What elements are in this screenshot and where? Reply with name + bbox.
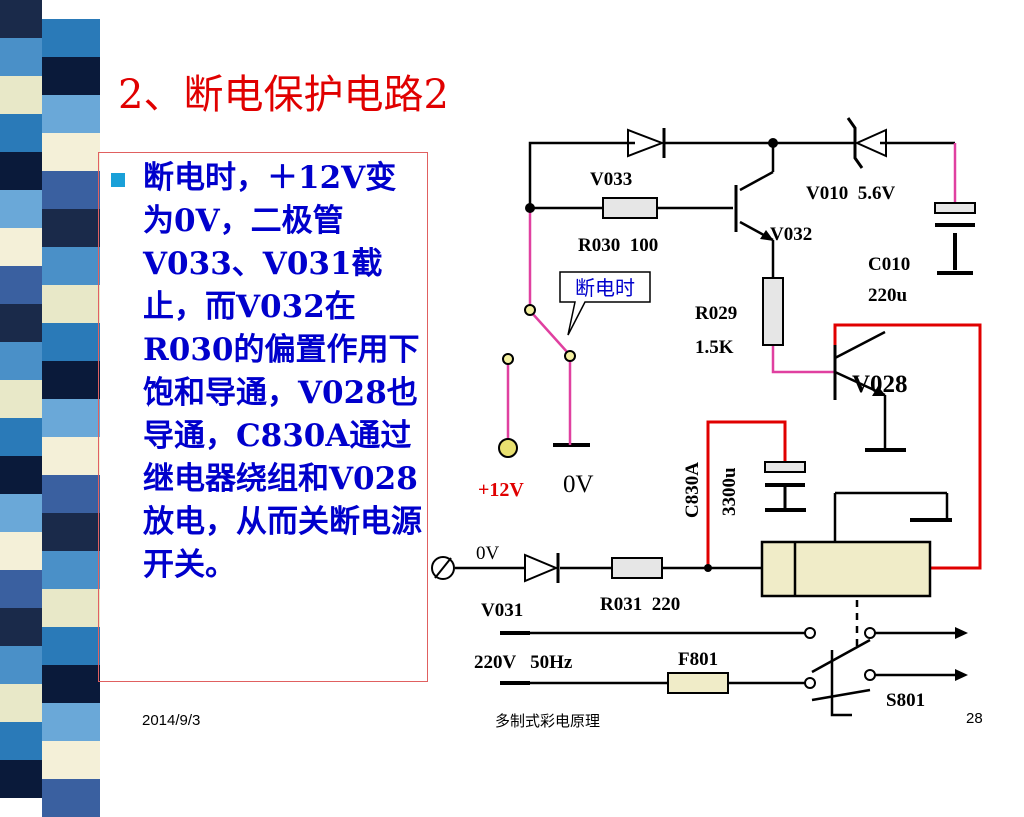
stripe-block [0, 228, 42, 266]
transistor-v028 [833, 330, 886, 400]
explanation-text: 断电时，＋12V变为0V，二极管V033、V031截止，而V032在R030的偏… [143, 160, 422, 583]
slide-title: 2、断电保护电路2 [118, 72, 449, 118]
stripe-block [0, 76, 42, 114]
label-c830a: C830A [682, 462, 703, 518]
label-r031: R031 220 [600, 594, 680, 615]
transistor-v032-arrow [760, 230, 774, 241]
stripe-block [42, 475, 100, 513]
stripe-block [42, 95, 100, 133]
circuit-diagram: 断电时 V033 R030 100 V032 V010 5.6V C010 22… [431, 117, 982, 717]
label-c830a-value: 3300u [719, 467, 740, 516]
stripe-block [42, 171, 100, 209]
stripe-block [0, 114, 42, 152]
label-mains: 220V 50Hz [474, 652, 573, 673]
relay-coil [760, 540, 932, 598]
label-f801: F801 [678, 649, 718, 670]
ground-bars [500, 233, 973, 685]
stripe-block [0, 760, 42, 798]
label-c010-value: 220u [868, 285, 908, 306]
transistor-v028-arrow [872, 386, 886, 396]
stripe-block [42, 247, 100, 285]
stripe-block [0, 380, 42, 418]
label-0v-right: 0V [563, 471, 594, 498]
stripe-block [0, 456, 42, 494]
label-v032: V032 [770, 224, 812, 245]
capacitor-c830a [764, 461, 806, 512]
label-v028: V028 [852, 371, 908, 398]
stripe-block [42, 741, 100, 779]
stripe-block [42, 665, 100, 703]
stripe-block [42, 551, 100, 589]
stripe-block [42, 57, 100, 95]
footer-page-number: 28 [966, 710, 983, 727]
label-0v-left: 0V [476, 543, 500, 564]
label-v010: V010 5.6V [806, 183, 895, 204]
stripe-block [0, 190, 42, 228]
text-box: 断电时，＋12V变为0V，二极管V033、V031截止，而V032在R030的偏… [98, 152, 428, 682]
stripe-block [0, 38, 42, 76]
label-r029: R029 [695, 303, 737, 324]
stripe-block [42, 703, 100, 741]
arrow-heads [955, 627, 968, 681]
stripe-block [42, 133, 100, 171]
label-v031: V031 [481, 600, 523, 621]
label-plus12v: +12V [478, 479, 524, 501]
stripe-block [42, 399, 100, 437]
footer-course-title: 多制式彩电原理 [495, 712, 601, 730]
stripe-block [0, 418, 42, 456]
power-off-callout: 断电时 [559, 271, 651, 336]
stripe-block [0, 0, 42, 38]
stripe-block [42, 437, 100, 475]
label-v033: V033 [590, 169, 632, 190]
stripe-block [0, 722, 42, 760]
stripe-block [0, 646, 42, 684]
stripe-block [0, 304, 42, 342]
resistor-r031 [611, 557, 663, 579]
stripe-block [42, 589, 100, 627]
stripe-block [0, 570, 42, 608]
stripe-block [0, 342, 42, 380]
label-c010: C010 [868, 254, 910, 275]
stripe-block [0, 608, 42, 646]
stripe-block [42, 323, 100, 361]
stripe-block [42, 627, 100, 665]
resistor-r029 [762, 277, 784, 346]
capacitor-c010 [934, 202, 976, 227]
fuse-f801 [667, 672, 729, 694]
stripe-block [42, 779, 100, 817]
stripe-block [0, 494, 42, 532]
stripe-block [42, 209, 100, 247]
resistor-r030 [602, 197, 658, 219]
footer-date: 2014/9/3 [142, 712, 201, 729]
decorative-stripes [0, 0, 100, 817]
square-bullet-icon [111, 173, 125, 187]
stripe-block [42, 513, 100, 551]
stripe-block [42, 361, 100, 399]
junction-dots [525, 138, 778, 572]
diode-v033 [627, 128, 666, 158]
zener-v010 [846, 117, 887, 169]
stripe-block [42, 285, 100, 323]
ground-connector [431, 556, 455, 580]
switch-s801 [811, 638, 871, 717]
red-wires [706, 323, 982, 570]
terminal-circles [498, 304, 876, 689]
label-r029-value: 1.5K [695, 337, 734, 358]
stripe-block [0, 266, 42, 304]
stripe-block [0, 532, 42, 570]
pink-wires [506, 143, 957, 445]
callout-text: 断电时 [575, 276, 635, 300]
label-s801: S801 [886, 690, 925, 711]
stripe-block [0, 684, 42, 722]
stripe-block [0, 152, 42, 190]
label-r030: R030 100 [578, 235, 658, 256]
diode-v031 [524, 553, 560, 583]
stripe-block [42, 19, 100, 57]
